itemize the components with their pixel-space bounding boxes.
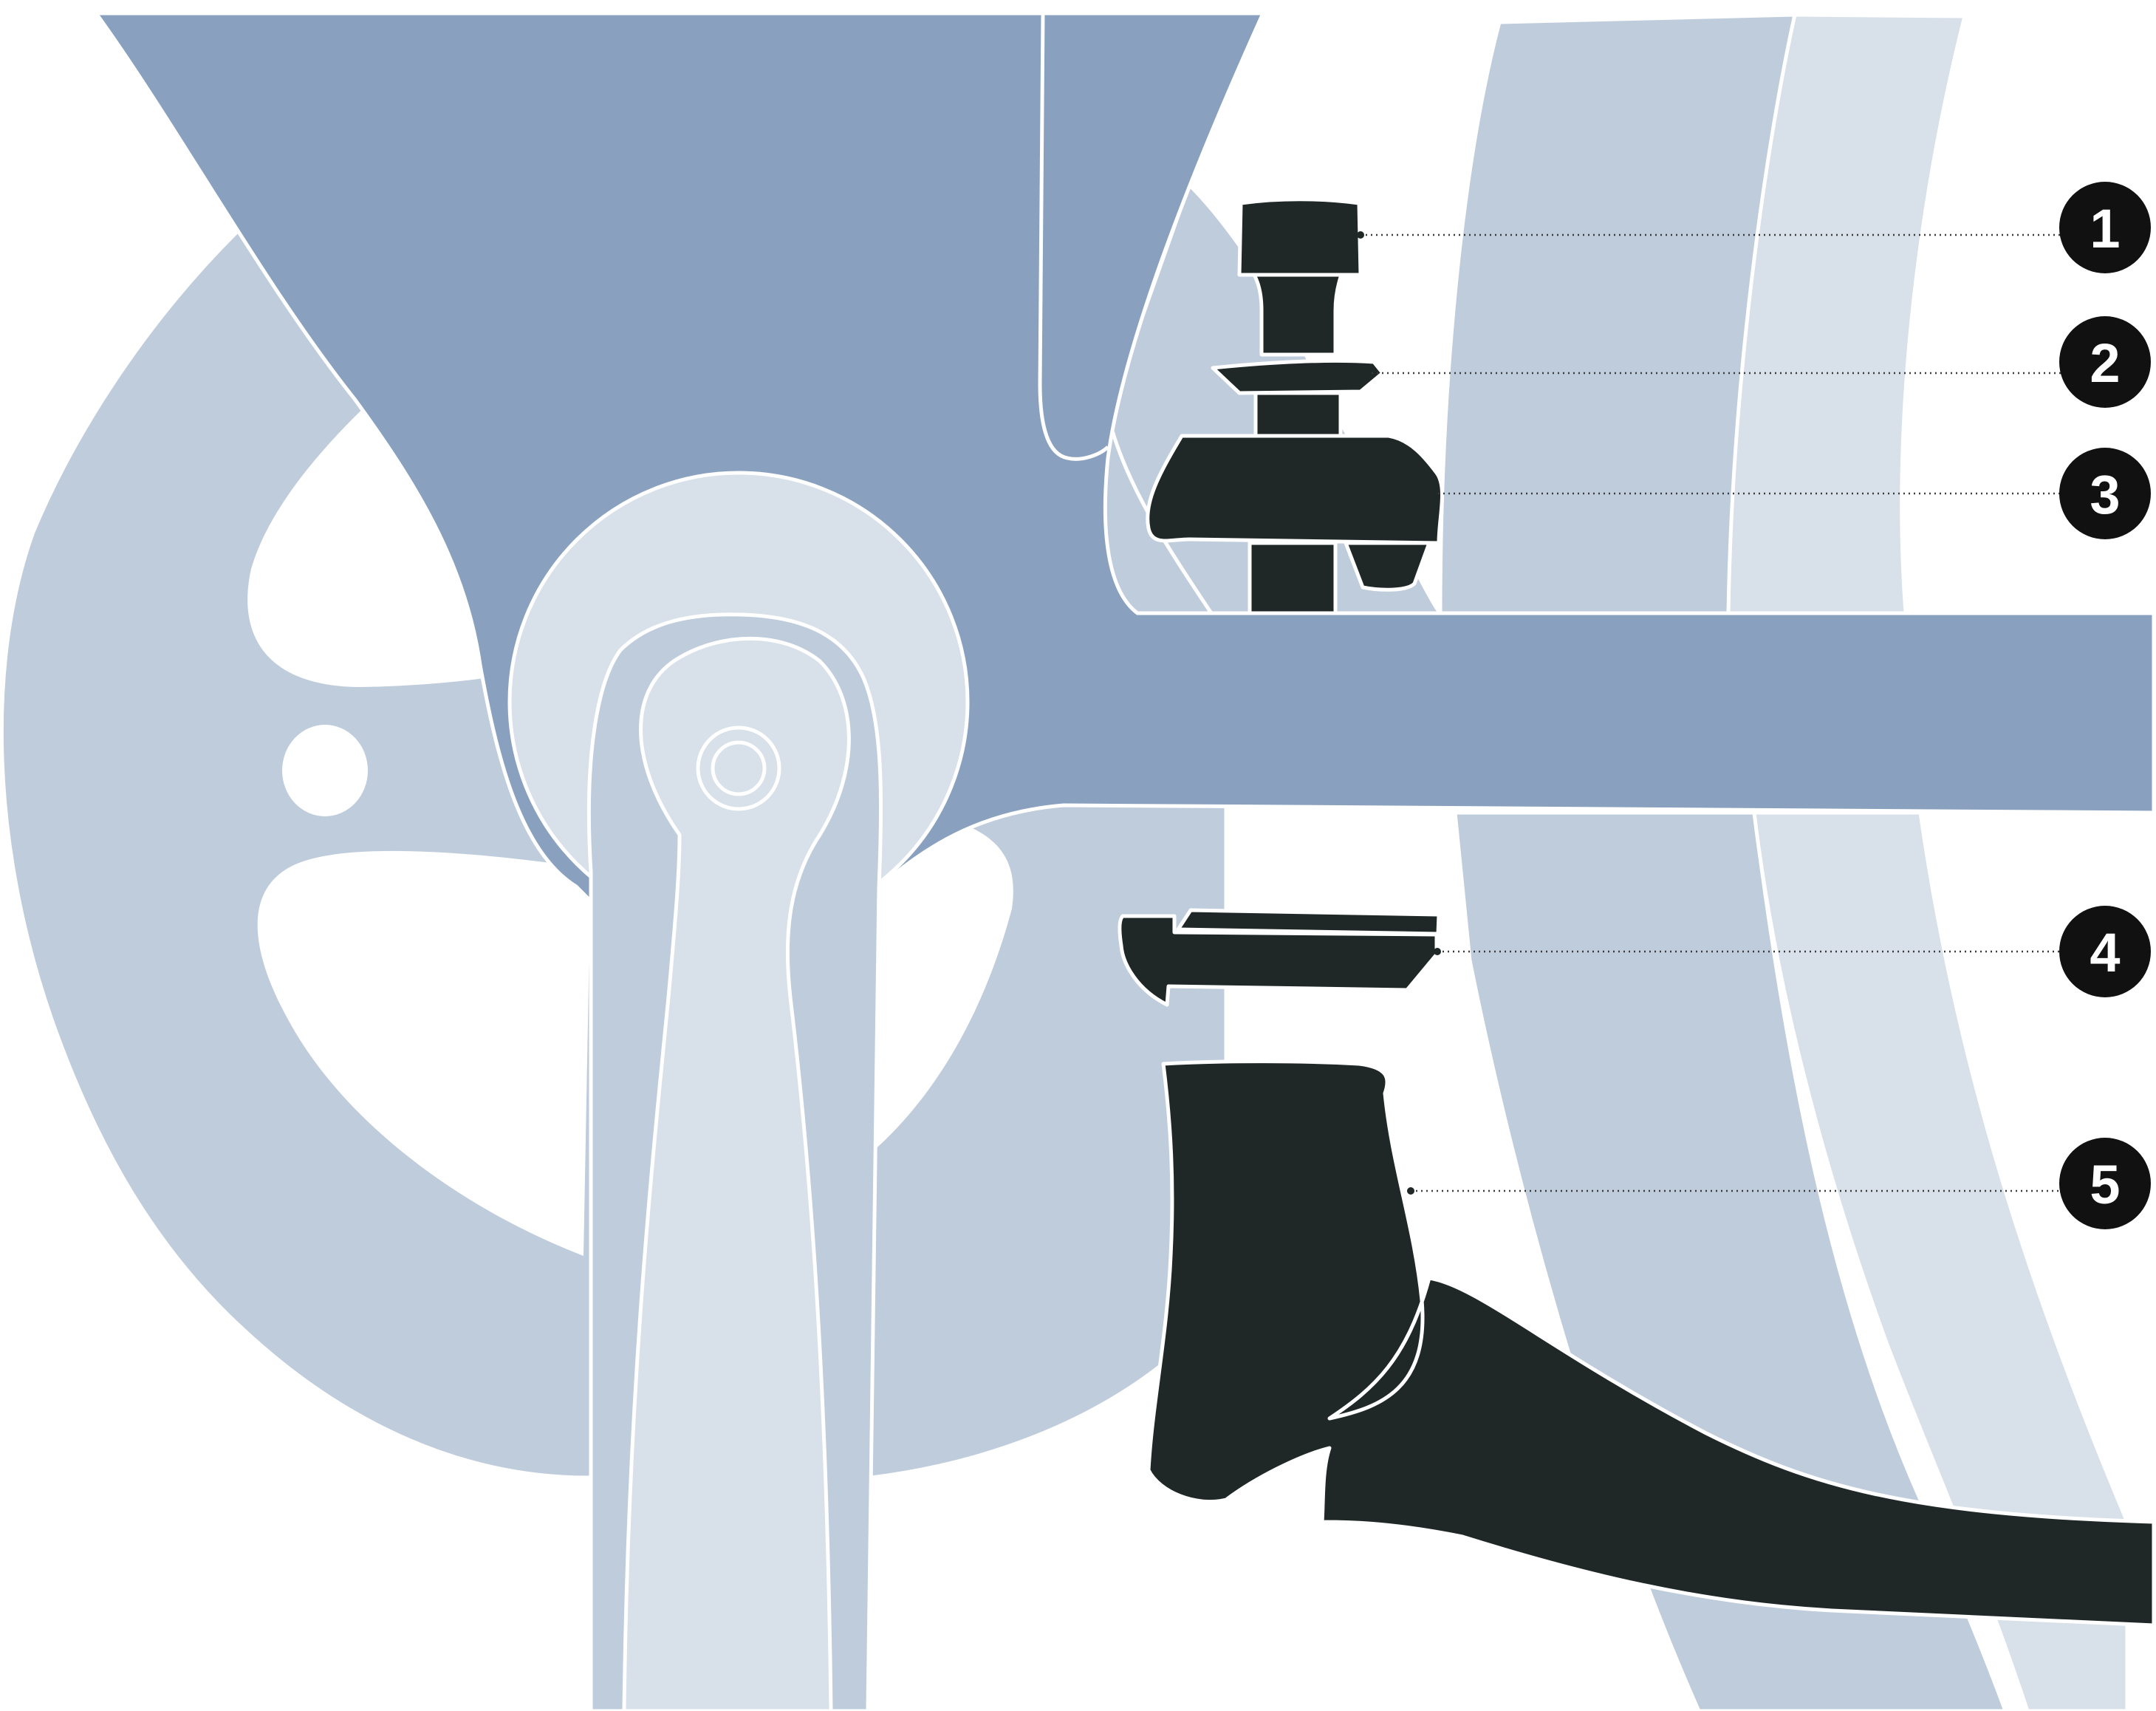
callout-4-badge: 4 xyxy=(2059,906,2151,997)
chainring-bolt-hole xyxy=(282,725,368,816)
callout-3-badge: 3 xyxy=(2059,448,2151,539)
callout-1-label: 1 xyxy=(2090,198,2120,259)
part-1-adjuster-nut xyxy=(1237,197,1363,357)
callout-2-badge: 2 xyxy=(2059,316,2151,408)
crank-bolt-inner xyxy=(711,740,767,796)
callouts: 1 2 3 4 5 xyxy=(1357,182,2151,1229)
part-3-pad-holder xyxy=(1146,434,1445,545)
callout-2-label: 2 xyxy=(2090,332,2120,394)
callout-3-label: 3 xyxy=(2090,464,2120,525)
callout-5-badge: 5 xyxy=(2059,1138,2151,1229)
part-2-washer xyxy=(1211,358,1385,395)
callout-4-label: 4 xyxy=(2090,922,2120,983)
part-4-shoe-plate xyxy=(1176,908,1441,936)
callout-1-badge: 1 xyxy=(2059,182,2151,273)
chainring-cutout-bottom xyxy=(257,850,591,1256)
crank-arm-face xyxy=(622,636,851,1711)
part-5-brake-arm xyxy=(1146,1059,2156,1628)
callout-5-label: 5 xyxy=(2090,1154,2120,1215)
